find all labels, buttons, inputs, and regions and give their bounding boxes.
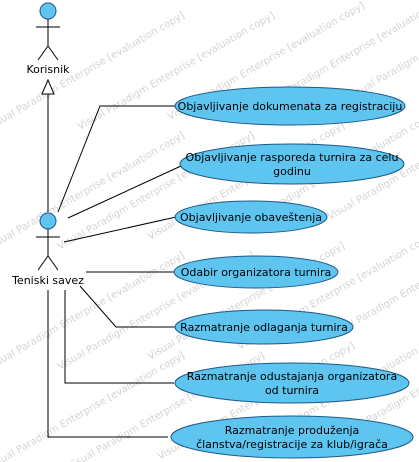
actor-korisnik[interactable]: Korisnik [26,2,70,76]
actor-label-teniski-savez: Teniski savez [11,274,84,287]
watermark-text: Visual Paradigm Enterprise [evaluation c… [0,350,187,462]
actor-teniski-savez[interactable]: Teniski savez [11,212,84,287]
usecase-ellipse [170,415,414,459]
actor-right-leg [47,255,59,271]
usecase-ellipse [173,255,339,289]
association-uc7 [47,290,168,438]
association-uc2 [67,165,182,219]
association-uc1 [57,105,176,213]
usecase-razmatranje-produzenja[interactable]: Razmatranje produženja članstva/registra… [170,415,414,459]
actor-head-icon [39,2,57,20]
usecase-label-line1: Razmatranje odustajanja organizatora [187,370,397,383]
usecase-label-line1: Razmatranje produženja [225,424,360,437]
usecase-objavljivanje-rasporeda[interactable]: Objavljivanje rasporeda turnira za celu … [179,143,405,185]
usecase-objavljivanje-obavestenja[interactable]: Objavljivanje obaveštenja [174,200,328,234]
actor-label-korisnik: Korisnik [26,63,70,76]
actor-left-leg [37,255,49,271]
usecase-objavljivanje-dokumenata[interactable]: Objavljivanje dokumenata za registraciju [174,86,406,126]
actor-left-leg [37,45,49,61]
usecase-label: Objavljivanje obaveštenja [180,211,322,224]
actor-head-icon [39,212,57,230]
usecase-ellipse [174,200,328,234]
usecase-ellipse [174,86,406,126]
usecase-label-line1: Objavljivanje rasporeda turnira za celu [186,151,399,164]
usecase-label: Objavljivanje dokumenata za registraciju [178,100,403,113]
association-uc5 [79,285,176,328]
usecase-label-line2: članstva/registracije za klub/igrača [196,438,388,451]
usecase-odabir-organizatora[interactable]: Odabir organizatora turnira [173,255,339,289]
usecase-razmatranje-odlaganja[interactable]: Razmatranje odlaganja turnira [174,309,354,345]
usecase-ellipse [179,143,405,185]
usecase-label: Odabir organizatora turnira [181,266,331,279]
usecase-razmatranje-odustajanja[interactable]: Razmatranje odustajanja organizatora od … [174,362,410,404]
association-uc3 [63,216,177,243]
generalization-arrowhead [41,78,55,95]
connectors [41,78,182,438]
actor-right-leg [47,45,59,61]
usecase-ellipse [174,309,354,345]
usecase-ellipse [174,362,410,404]
usecase-label-line2: godinu [273,165,311,178]
usecase-label-line2: od turnira [265,384,319,397]
association-uc6 [64,290,174,384]
usecase-label: Razmatranje odlaganja turnira [180,321,348,334]
